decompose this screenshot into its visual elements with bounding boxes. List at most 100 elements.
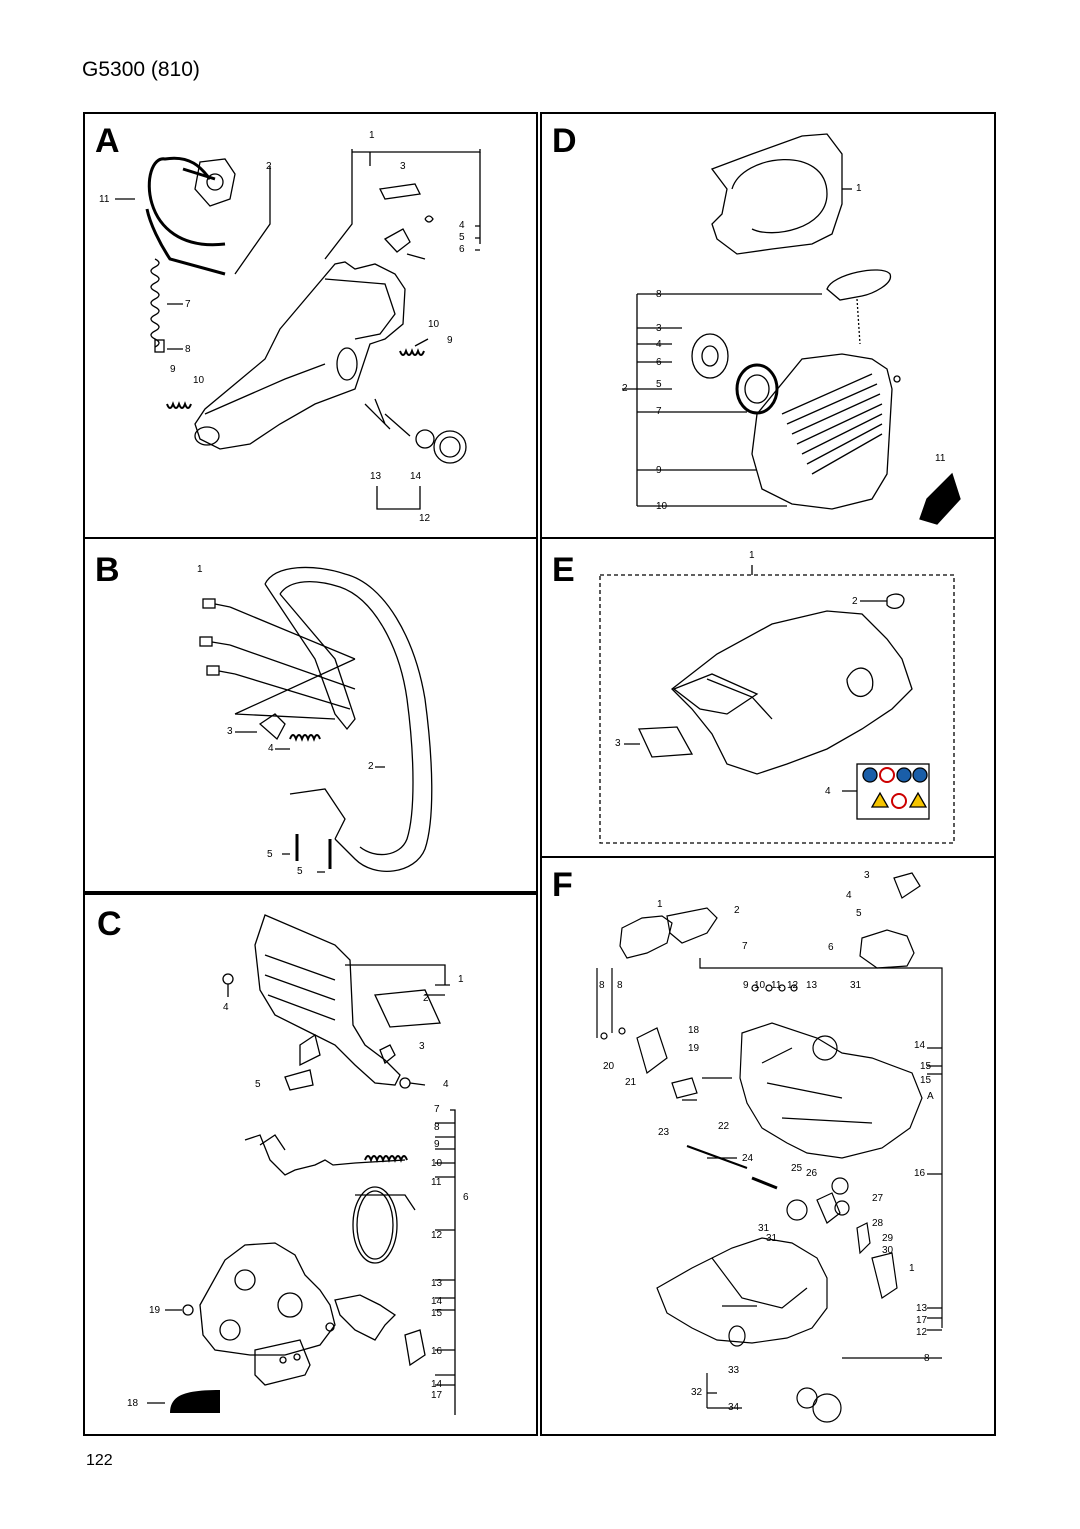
callout: 4 (656, 339, 662, 350)
callout: 8 (617, 980, 623, 991)
panel-f-crankcase: F (540, 856, 996, 1436)
starter-exploded-diagram (622, 133, 961, 525)
callout: 20 (603, 1061, 615, 1072)
callout: 30 (882, 1245, 894, 1256)
callout: 5 (297, 866, 303, 877)
callout: 10 (431, 1158, 443, 1169)
callout: 32 (691, 1387, 703, 1398)
callout: 9 (656, 465, 662, 476)
panel-b-front-handle: B 1 3 4 2 5 5 (83, 537, 538, 893)
callout: 1 (369, 130, 375, 141)
panel-label: F (552, 866, 573, 904)
callout: 3 (227, 726, 233, 737)
callout: 2 (622, 383, 628, 394)
callout: 25 (791, 1163, 803, 1174)
callout: 15 (920, 1075, 932, 1086)
chain-brake-exploded-diagram (147, 914, 456, 1415)
callout: 14 (431, 1296, 443, 1307)
callout: 1 (657, 899, 663, 910)
page-title: G5300 (810) (82, 58, 200, 81)
callout: 3 (400, 161, 406, 172)
callout: 9 (447, 335, 453, 346)
callout: 11 (431, 1177, 442, 1188)
callout: 29 (882, 1233, 894, 1244)
callout: 3 (615, 738, 621, 749)
callout: 19 (688, 1043, 700, 1054)
callout: 33 (728, 1365, 740, 1376)
callout: 15 (920, 1061, 932, 1072)
callout: 7 (742, 941, 748, 952)
callout: 13 (916, 1303, 928, 1314)
callout: 5 (856, 908, 862, 919)
callout: 9 (170, 364, 176, 375)
callout: 17 (431, 1390, 443, 1401)
callout: 9 (743, 980, 749, 991)
panel-c-chain-brake: C (83, 893, 538, 1436)
panel-label: E (552, 551, 575, 589)
callout: 6 (656, 357, 662, 368)
callout: 10 (656, 501, 668, 512)
callout: 17 (916, 1315, 928, 1326)
rear-handle-exploded-diagram (115, 149, 481, 510)
redmax-logo (170, 1390, 220, 1413)
callout: 24 (742, 1153, 754, 1164)
callout: 22 (718, 1121, 730, 1132)
callout: 8 (185, 344, 191, 355)
callout: 21 (625, 1077, 637, 1088)
panel-label: A (95, 122, 120, 160)
callout: 6 (459, 244, 465, 255)
callout: 19 (149, 1305, 161, 1316)
callout: 10 (193, 375, 205, 386)
panel-e-cylinder-cover: E 1 2 3 4 (540, 537, 996, 858)
callout: 6 (463, 1192, 469, 1203)
callout: 2 (734, 905, 740, 916)
callout: 5 (255, 1079, 261, 1090)
callout: 31 (850, 980, 862, 991)
callout: 12 (916, 1327, 928, 1338)
callout: 12 (431, 1230, 443, 1241)
front-handle-exploded-diagram (199, 566, 433, 873)
callout: 4 (223, 1002, 229, 1013)
callout: 4 (443, 1079, 449, 1090)
callout: 2 (852, 596, 858, 607)
callout: 34 (728, 1402, 740, 1413)
callout: 12 (787, 980, 799, 991)
panel-d-starter: D 1 8 3 4 6 2 5 7 9 10 (540, 112, 996, 539)
callout: 7 (434, 1104, 440, 1115)
callout: 1 (856, 183, 862, 194)
callout: 11 (935, 453, 946, 464)
callout: 7 (185, 299, 191, 310)
callout: 28 (872, 1218, 884, 1229)
callout: 12 (419, 513, 431, 524)
callout: 8 (599, 980, 605, 991)
callout: 13 (370, 471, 382, 482)
callout: 3 (656, 323, 662, 334)
crankcase-exploded-diagram (596, 872, 943, 1423)
callout: 6 (828, 942, 834, 953)
callout: 4 (459, 220, 465, 231)
panel-label: D (552, 122, 577, 160)
callout: 14 (431, 1379, 443, 1390)
page-number: 122 (86, 1452, 113, 1469)
callout: A (927, 1091, 934, 1102)
callout: 31 (766, 1233, 778, 1244)
panel-a-handle-assembly: A (83, 112, 538, 539)
callout: 11 (771, 980, 782, 991)
callout: 8 (924, 1353, 930, 1364)
callout: 14 (410, 471, 422, 482)
callout: 10 (754, 980, 766, 991)
callout: 18 (688, 1025, 700, 1036)
callout: 5 (656, 379, 662, 390)
callout: 16 (431, 1346, 443, 1357)
callout: 23 (658, 1127, 670, 1138)
callout: 11 (99, 194, 110, 205)
callout: 9 (434, 1139, 440, 1150)
callout: 26 (806, 1168, 818, 1179)
callout: 5 (459, 232, 465, 243)
callout: 4 (846, 890, 852, 901)
callout: 2 (266, 161, 272, 172)
callout: 3 (864, 870, 870, 881)
callout: 7 (656, 406, 662, 417)
callout: 13 (431, 1278, 443, 1289)
callout: 1 (197, 564, 203, 575)
